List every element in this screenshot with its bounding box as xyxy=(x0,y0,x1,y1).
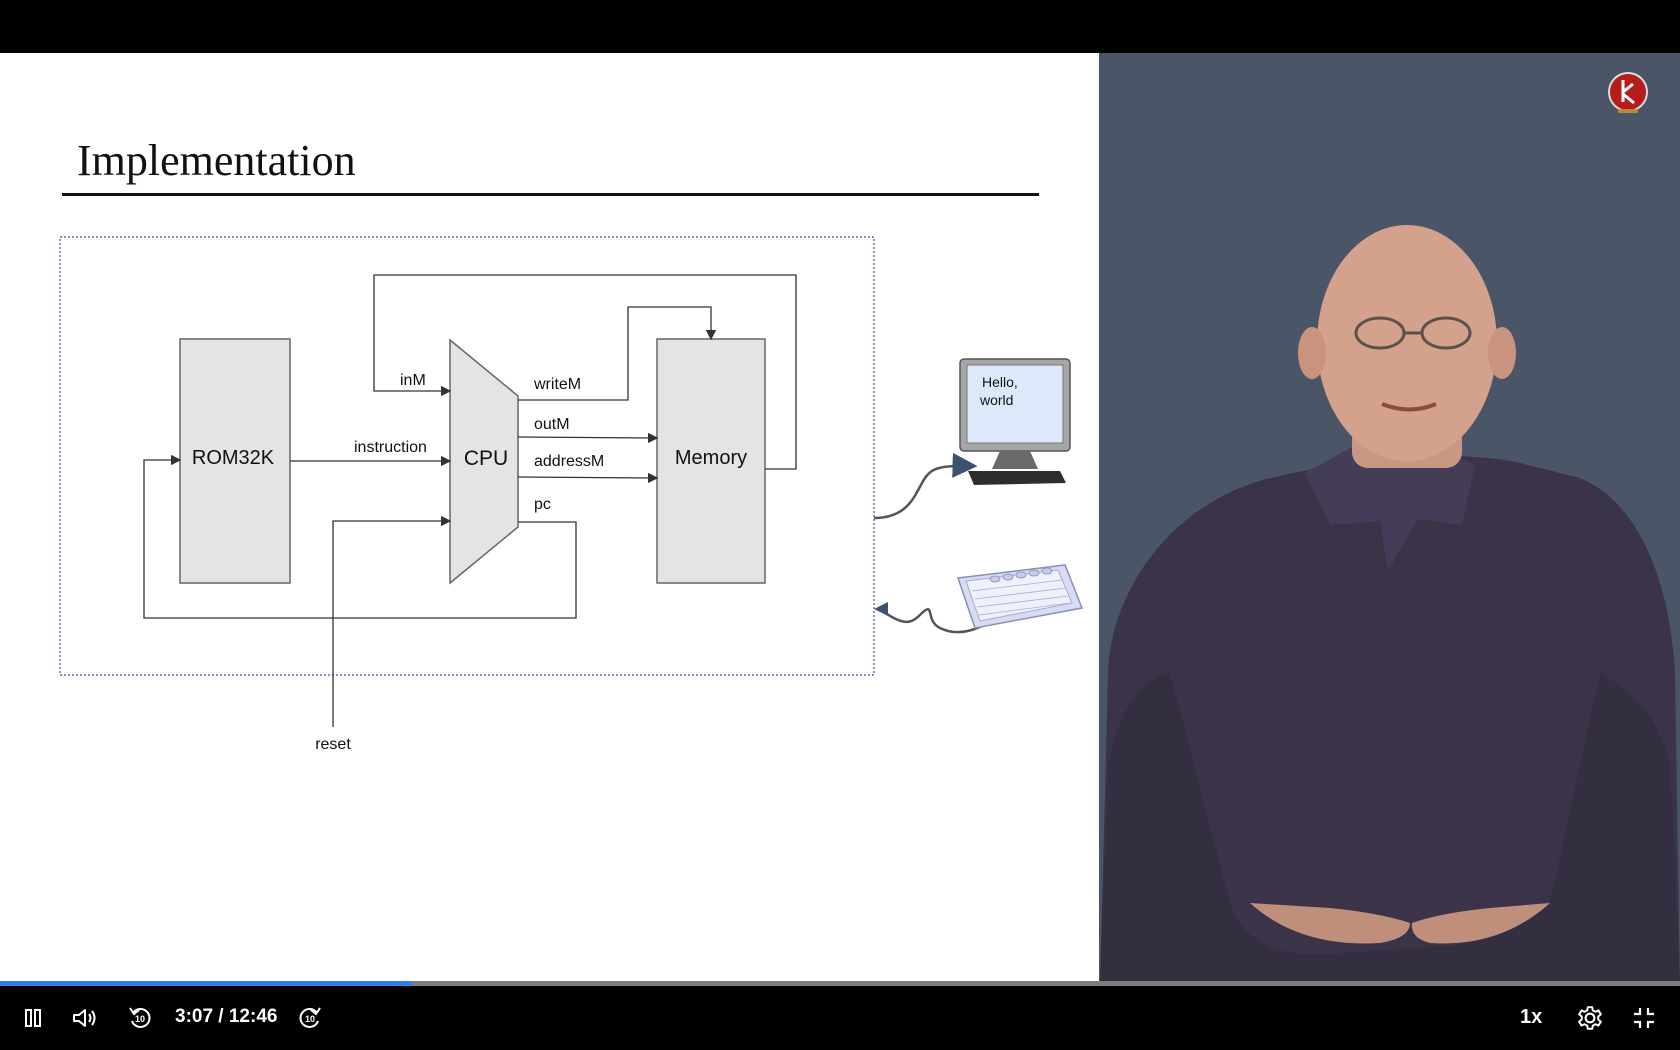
outM-label: outM xyxy=(534,416,570,433)
memory-label: Memory xyxy=(675,447,747,469)
memory-block xyxy=(656,338,766,584)
keyboard-input-arrow xyxy=(874,602,888,616)
monitor-icon xyxy=(959,358,1071,485)
svg-text:10: 10 xyxy=(135,1014,145,1024)
settings-button[interactable] xyxy=(1574,998,1606,1038)
screen-output-cable xyxy=(873,452,978,520)
volume-icon xyxy=(73,1009,96,1027)
keyboard-icon xyxy=(956,564,1084,629)
cpu-label: CPU xyxy=(464,447,508,470)
inM-label: inM xyxy=(400,372,426,389)
title-divider xyxy=(62,193,1039,196)
pause-button[interactable] xyxy=(18,998,48,1038)
progress-bar-fill xyxy=(0,981,412,986)
rom32k-label: ROM32K xyxy=(192,447,275,469)
volume-button[interactable] xyxy=(68,998,100,1038)
playback-speed-button[interactable]: 1x xyxy=(1520,1006,1543,1028)
lecture-slide: Implementation ROM32K CPU Memory xyxy=(0,53,1099,985)
reset-label: reset xyxy=(315,736,351,753)
presenter-figure xyxy=(1100,225,1680,985)
keyboard-cable xyxy=(879,608,1001,634)
addressM-label: addressM xyxy=(534,453,604,470)
writeM-label: writeM xyxy=(533,376,581,393)
exit-fullscreen-icon xyxy=(1634,1008,1654,1028)
exit-fullscreen-button[interactable] xyxy=(1628,998,1660,1038)
cpu-block xyxy=(449,338,519,585)
control-bar: 10 3:07 / 12:46 10 1x xyxy=(0,986,1680,1050)
pc-label: pc xyxy=(534,496,551,513)
computer-boundary xyxy=(59,236,875,676)
progress-bar[interactable] xyxy=(0,981,1680,986)
computer-architecture-diagram: ROM32K CPU Memory inM writeM outM a xyxy=(59,236,1084,753)
gear-icon xyxy=(1578,1006,1602,1030)
channel-logo-icon xyxy=(1608,72,1648,113)
inM-wire xyxy=(373,274,797,470)
writeM-wire xyxy=(518,306,717,401)
outM-wire xyxy=(517,432,659,444)
video-frame[interactable]: Implementation ROM32K CPU Memory xyxy=(0,53,1680,985)
addressM-wire xyxy=(517,472,659,484)
forward-10-icon: 10 xyxy=(299,1007,321,1028)
svg-text:10: 10 xyxy=(305,1014,315,1024)
slide-title: Implementation xyxy=(77,136,356,185)
screen-text-line2: world xyxy=(979,392,1013,408)
instruction-label: instruction xyxy=(354,439,427,456)
forward-10-button[interactable]: 10 xyxy=(294,998,326,1038)
time-display: 3:07 / 12:46 xyxy=(175,1006,278,1027)
rewind-10-icon: 10 xyxy=(129,1007,151,1028)
reset-wire xyxy=(332,515,452,727)
rewind-10-button[interactable]: 10 xyxy=(124,998,156,1038)
screen-text-line1: Hello, xyxy=(982,374,1018,390)
pause-icon xyxy=(25,1009,41,1027)
pc-wire xyxy=(143,454,577,619)
rom32k-block xyxy=(179,338,291,584)
